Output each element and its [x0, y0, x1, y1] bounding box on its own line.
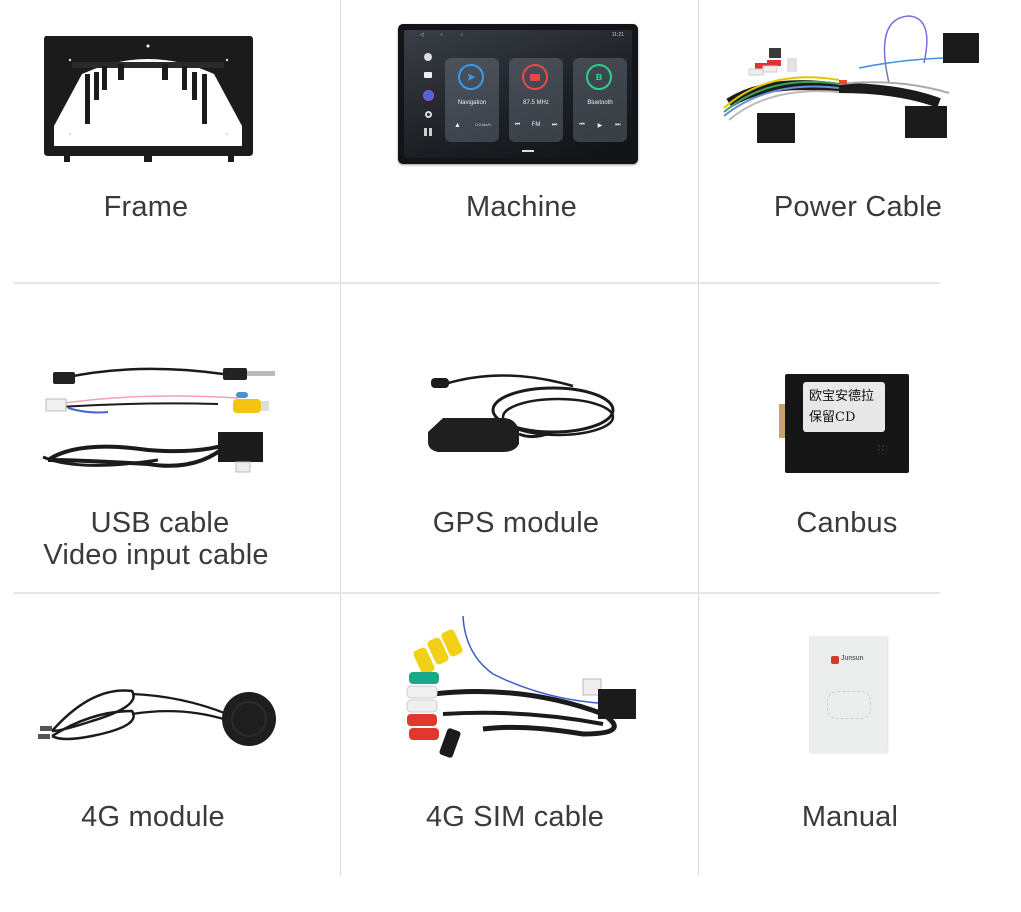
play-icon[interactable]: ▶ — [597, 123, 603, 129]
frame-label: Frame — [103, 191, 189, 223]
canbus-connector — [779, 404, 785, 438]
prev-icon[interactable]: ⏮ — [579, 122, 585, 128]
card-title: Navigation — [457, 100, 487, 106]
widget-card-radio[interactable]: 87.5 MHz ⏮ FM ⏭ — [509, 58, 563, 142]
item-4g-module: 4G module — [0, 594, 340, 875]
item-frame: Frame — [0, 0, 340, 282]
card-speed: 0.0 km/h — [475, 122, 491, 127]
status-time: 11:21 — [611, 32, 624, 38]
canbus-label: Canbus — [796, 507, 898, 539]
card-control-nav[interactable]: ▲ — [454, 122, 461, 129]
card-controls: ⏮ FM ⏭ — [509, 122, 563, 129]
gps-module-label: GPS module — [432, 507, 600, 539]
prev-icon[interactable]: ⏮ — [514, 122, 521, 128]
next-icon[interactable]: ⏭ — [615, 122, 621, 128]
column-divider-2 — [698, 0, 699, 875]
dock-video-icon[interactable] — [424, 72, 432, 78]
canbus-text-line1: 欧宝安德拉 — [809, 389, 875, 404]
manual-illustration — [827, 691, 871, 719]
canbus-module-image: 欧宝安德拉 保留CD — [779, 374, 909, 473]
power-cable-label: Power Cable — [773, 191, 943, 223]
row-divider-1 — [13, 282, 940, 284]
dock-apps-grid-icon[interactable] — [424, 128, 432, 136]
manual-label: Manual — [801, 801, 899, 833]
radio-icon — [522, 64, 548, 90]
recent-icon[interactable]: ○ — [460, 32, 464, 38]
usb-video-cable-image — [38, 362, 283, 477]
bluetooth-icon: ʙ — [586, 64, 612, 90]
4g-module-image — [32, 676, 282, 746]
navigation-icon: ➤ — [458, 64, 484, 90]
canbus-vent — [877, 444, 887, 454]
canbus-sticker: 欧宝安德拉 保留CD — [803, 382, 885, 432]
dock-app-1-icon[interactable] — [424, 53, 432, 61]
power-cable-image — [709, 8, 984, 153]
4g-sim-cable-label: 4G SIM cable — [425, 801, 605, 833]
item-power-cable: Power Cable — [699, 0, 1021, 282]
app-dock — [418, 50, 438, 148]
back-icon[interactable]: ◁ — [420, 32, 424, 38]
item-machine: ◁ ○ ○ 11:21 ➤ Navigation ▲ 0.0 km/h — [341, 0, 698, 282]
item-gps-module: GPS module — [341, 284, 698, 592]
card-controls: ⏮ ▶ ⏭ — [573, 122, 627, 129]
dock-assistant-icon[interactable] — [422, 90, 434, 101]
4g-module-label: 4G module — [81, 801, 225, 833]
machine-label: Machine — [465, 191, 577, 223]
dock-settings-icon[interactable] — [424, 111, 432, 118]
item-4g-sim-cable: 4G SIM cable — [341, 594, 698, 875]
item-manual: Junsun Manual — [699, 594, 1021, 875]
manual-brand: Junsun — [841, 655, 864, 662]
usb-cable-label: USB cable — [90, 507, 230, 539]
row-divider-2 — [13, 592, 940, 594]
band-label[interactable]: FM — [531, 122, 541, 128]
manual-logo-icon — [831, 656, 839, 664]
column-divider-1 — [340, 0, 341, 875]
4g-sim-cable-image — [403, 614, 643, 764]
head-unit-screen: ◁ ○ ○ 11:21 ➤ Navigation ▲ 0.0 km/h — [404, 30, 632, 158]
home-icon[interactable]: ○ — [440, 32, 444, 38]
next-icon[interactable]: ⏭ — [551, 122, 558, 128]
status-bar: ◁ ○ ○ 11:21 — [404, 30, 632, 40]
gps-module-image — [423, 372, 623, 467]
item-canbus: 欧宝安德拉 保留CD Canbus — [699, 284, 1021, 592]
item-usb-video-cable: USB cable Video input cable — [0, 284, 340, 592]
page-indicator — [522, 150, 534, 152]
manual-booklet-image: Junsun — [809, 636, 887, 752]
canbus-text-line2: 保留CD — [809, 410, 856, 425]
card-title: 87.5 MHz — [523, 100, 549, 106]
widget-card-navigation[interactable]: ➤ Navigation ▲ 0.0 km/h — [445, 58, 499, 142]
card-title: Bluetooth — [587, 100, 613, 106]
video-input-cable-label: Video input cable — [43, 539, 269, 571]
head-unit-image: ◁ ○ ○ 11:21 ➤ Navigation ▲ 0.0 km/h — [398, 24, 638, 164]
frame-image — [42, 34, 254, 166]
widget-card-bluetooth[interactable]: ʙ Bluetooth ⏮ ▶ ⏭ — [573, 58, 627, 142]
